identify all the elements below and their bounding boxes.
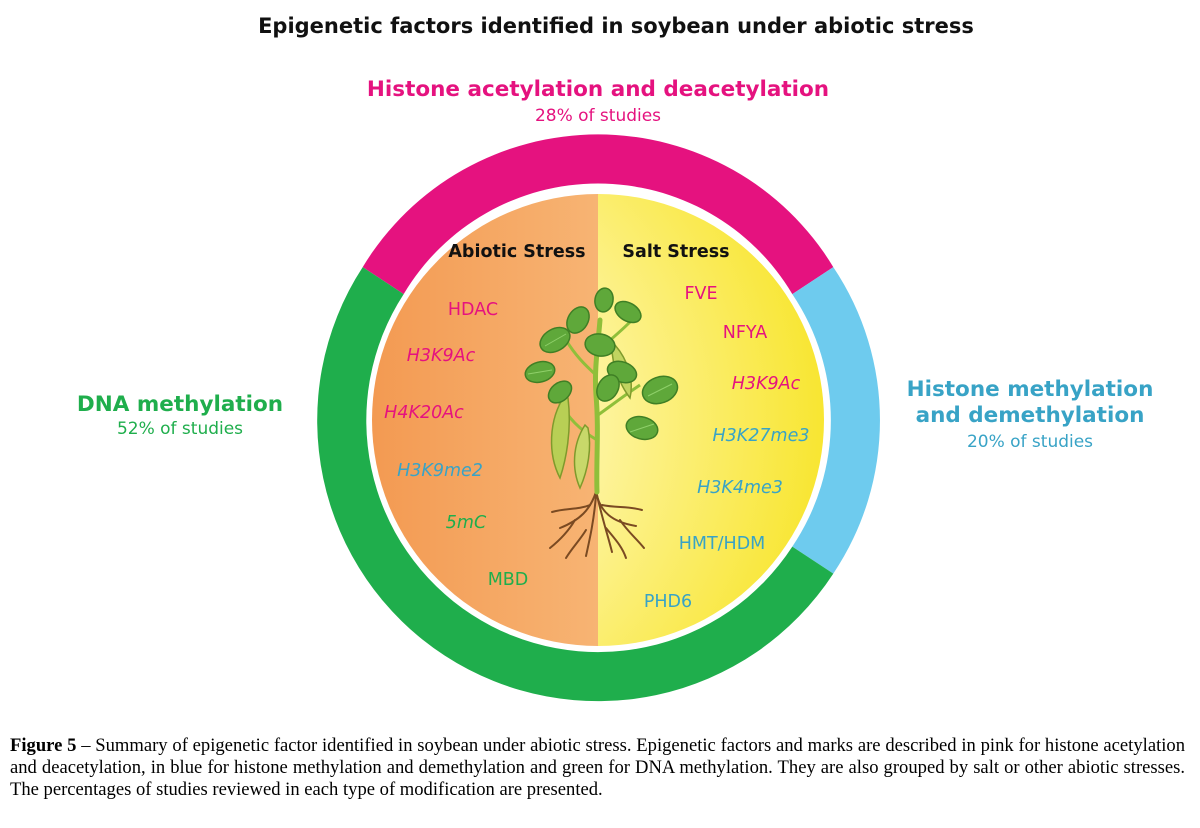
methylation-title-line2: and demethylation — [916, 403, 1145, 428]
salt-factor-item: NFYA — [723, 323, 767, 343]
figure-caption: Figure 5 – Summary of epigenetic factor … — [10, 735, 1185, 801]
soybean-plant-illustration — [524, 287, 679, 559]
caption-text: – Summary of epigenetic factor identifie… — [10, 735, 1185, 800]
methylation-title-line1: Histone methylation — [907, 377, 1154, 402]
epigenetics-diagram: Epigenetic factors identified in soybean… — [77, 14, 1154, 702]
diagram-title: Epigenetic factors identified in soybean… — [258, 14, 974, 38]
salt-factor-item: H3K27me3 — [713, 426, 810, 446]
abiotic-factor-item: 5mC — [446, 513, 487, 533]
caption-label: Figure 5 — [10, 735, 77, 756]
abiotic-factor-item: HDAC — [448, 300, 498, 320]
salt-factor-item: FVE — [684, 284, 717, 304]
ring-segment-methylation — [792, 267, 880, 574]
methylation-percent: 20% of studies — [967, 432, 1093, 452]
acetylation-percent: 28% of studies — [535, 106, 661, 126]
salt-factor-item: H3K4me3 — [697, 478, 783, 498]
salt-factor-item: H3K9Ac — [732, 374, 801, 394]
abiotic-factor-item: H3K9me2 — [397, 461, 483, 481]
salt-stress-title: Salt Stress — [622, 242, 729, 262]
salt-factor-item: PHD6 — [644, 592, 692, 612]
abiotic-factor-item: H4K20Ac — [384, 403, 464, 423]
acetylation-title: Histone acetylation and deacetylation — [367, 77, 829, 102]
dna-methylation-title: DNA methylation — [77, 392, 283, 417]
abiotic-factor-item: MBD — [488, 570, 529, 590]
salt-factor-item: HMT/HDM — [679, 534, 766, 554]
ring-segment-acetylation — [362, 134, 834, 295]
salt-stress-panel — [598, 194, 824, 646]
abiotic-stress-panel — [372, 194, 598, 646]
dna-methylation-percent: 52% of studies — [117, 419, 243, 439]
abiotic-stress-title: Abiotic Stress — [448, 242, 585, 262]
ring-segment-dna-methylation — [317, 267, 834, 702]
abiotic-factor-item: H3K9Ac — [407, 346, 476, 366]
